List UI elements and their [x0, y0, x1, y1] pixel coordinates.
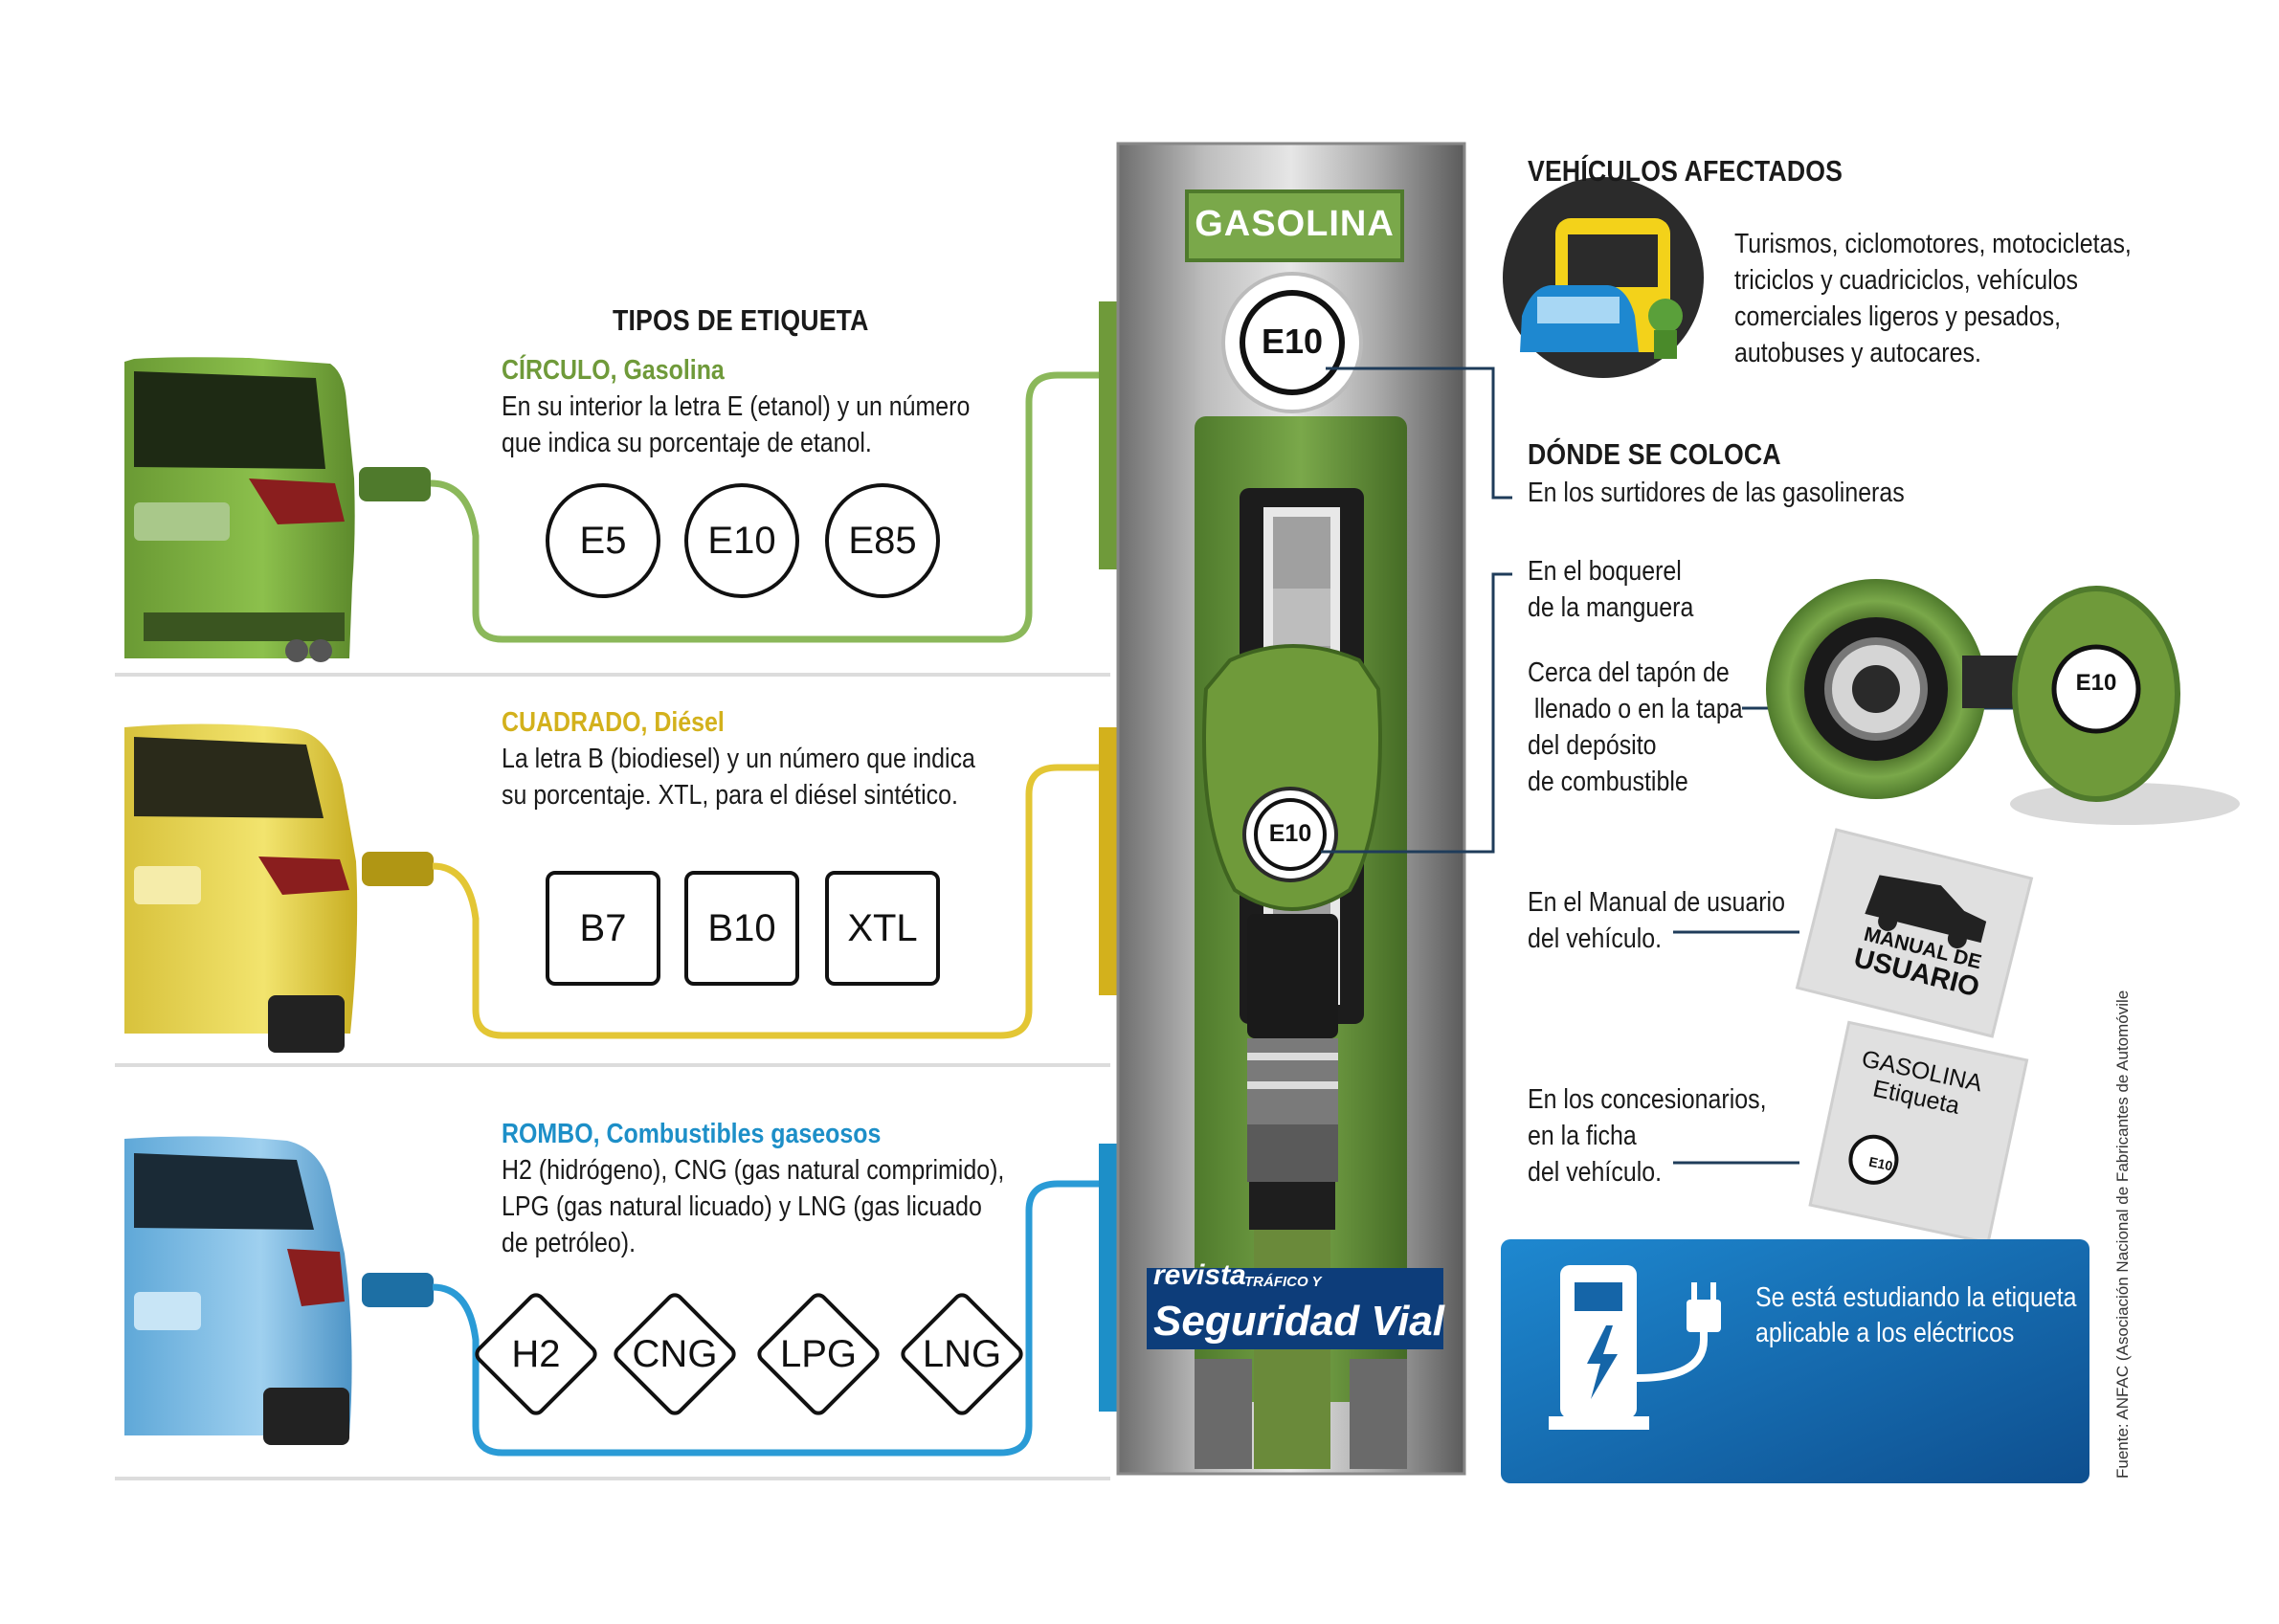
where-cap-line: de combustible	[1528, 767, 1688, 797]
electric-line: Se está estudiando la etiqueta	[1755, 1282, 2077, 1313]
fuel-label-circle	[825, 483, 940, 598]
affected-line: triciclos y cuadriciclos, vehículos	[1734, 265, 2078, 296]
fuel-label-diamond	[614, 1293, 736, 1415]
electric-line: aplicable a los eléctricos	[1755, 1318, 2015, 1348]
brand-logo	[1147, 1268, 1443, 1349]
fuel-label-text: B10	[707, 907, 776, 949]
section-heading: ROMBO, Combustibles gaseosos	[502, 1119, 882, 1149]
fuel-pump	[1116, 142, 1466, 1476]
source-note: Fuente: ANFAC (Asociación Nacional de Fa…	[2113, 990, 2132, 1479]
fuel-label-shapes	[475, 483, 1023, 1415]
where-manual-line: del vehículo.	[1528, 923, 1663, 954]
where-manual: En el Manual de usuario del vehículo.	[1528, 884, 1785, 957]
fuel-label-circle	[684, 483, 799, 598]
brand-line2: TRÁFICO Y	[1244, 1274, 1322, 1290]
section-text-line: que indica su porcentaje de etanol.	[502, 428, 872, 458]
affected-line: autobuses y autocares.	[1734, 338, 1981, 368]
page-title: TIPOS DE ETIQUETA	[613, 303, 869, 337]
fuel-label-text: E10	[707, 520, 776, 562]
where-manual-line: En el Manual de usuario	[1528, 887, 1785, 918]
where-cap-line: del depósito	[1528, 730, 1657, 761]
section-circle: CÍRCULO, Gasolina En su interior la letr…	[502, 352, 970, 461]
fuel-label-text: XTL	[847, 907, 918, 949]
vehicles-icon	[1503, 177, 1704, 378]
section-heading: CUADRADO, Diésel	[502, 707, 725, 738]
section-dividers	[115, 673, 1110, 1480]
where-hose-line: de la manguera	[1528, 592, 1694, 623]
car-nozzles	[359, 467, 434, 1307]
brand-line3: Seguridad Vial	[1153, 1298, 1445, 1345]
section-text-line: En su interior la letra E (etanol) y un …	[502, 391, 971, 422]
affected-list: Turismos, ciclomotores, motocicletas, tr…	[1734, 226, 2132, 371]
where-cap-line: Cerca del tapón de	[1528, 657, 1730, 688]
fuel-label-square	[684, 871, 799, 986]
fuel-cap-illustration	[1766, 579, 2240, 825]
fuel-label-text: E85	[848, 520, 917, 562]
affected-line: comerciales ligeros y pesados,	[1734, 301, 2062, 332]
section-text-line: su porcentaje. XTL, para el diésel sinté…	[502, 780, 958, 811]
fuel-label-diamond	[757, 1293, 880, 1415]
nozzle-badge: E10	[1268, 820, 1312, 847]
fuel-label-square	[825, 871, 940, 986]
where-cap-line: llenado o en la tapa	[1528, 694, 1743, 724]
fuel-label-text: LNG	[922, 1333, 1002, 1375]
section-square: CUADRADO, Diésel La letra B (biodiesel) …	[502, 704, 975, 813]
blue-car-illustration	[124, 1136, 352, 1445]
where-dealer-line: En los concesionarios,	[1528, 1084, 1767, 1115]
fuel-label-text: E5	[579, 520, 627, 562]
section-text-line: de petróleo).	[502, 1228, 637, 1258]
affected-line: Turismos, ciclomotores, motocicletas,	[1734, 229, 2132, 259]
green-car-illustration	[124, 357, 355, 662]
affected-heading: VEHÍCULOS AFECTADOS	[1528, 154, 1843, 188]
yellow-car-illustration	[124, 723, 358, 1053]
where-cap: Cerca del tapón de llenado o en la tapa …	[1528, 655, 1743, 800]
pump-side-tabs	[1099, 301, 1120, 1412]
cap-badge: E10	[2075, 670, 2117, 696]
section-diamond: ROMBO, Combustibles gaseosos H2 (hidróge…	[502, 1116, 1004, 1261]
electric-box	[1501, 1239, 2089, 1483]
section-text-line: La letra B (biodiesel) y un número que i…	[502, 744, 975, 774]
section-text-line: H2 (hidrógeno), CNG (gas natural comprim…	[502, 1155, 1005, 1186]
where-dealer: En los concesionarios, en la ficha del v…	[1528, 1081, 1767, 1190]
fuel-label-text: B7	[579, 907, 627, 949]
where-hose-line: En el boquerel	[1528, 556, 1682, 587]
fuel-label-text: LPG	[779, 1333, 858, 1375]
fuel-label-circle	[546, 483, 660, 598]
section-text-line: LPG (gas natural licuado) y LNG (gas lic…	[502, 1191, 982, 1222]
where-hose: En el boquerel de la manguera	[1528, 553, 1693, 626]
section-heading: CÍRCULO, Gasolina	[502, 355, 725, 386]
dealer-card	[1808, 1020, 2029, 1245]
pump-badge: E10	[1261, 322, 1324, 361]
hose-lines	[430, 371, 1110, 1457]
fuel-label-square	[546, 871, 660, 986]
fuel-label-text: CNG	[632, 1333, 718, 1375]
where-pump-text: En los surtidores de las gasolineras	[1528, 478, 1905, 508]
where-dealer-line: en la ficha	[1528, 1121, 1637, 1151]
fuel-label-diamond	[475, 1293, 597, 1415]
brand-line1: revista	[1153, 1259, 1246, 1291]
pump-header: GASOLINA	[1195, 204, 1395, 244]
fuel-label-text: H2	[511, 1333, 561, 1375]
fuel-label-diamond	[901, 1293, 1023, 1415]
where-heading: DÓNDE SE COLOCA	[1528, 437, 1781, 471]
manual-card	[1795, 828, 2034, 1038]
electric-text: Se está estudiando la etiqueta aplicable…	[1755, 1280, 2077, 1351]
where-dealer-line: del vehículo.	[1528, 1157, 1663, 1188]
